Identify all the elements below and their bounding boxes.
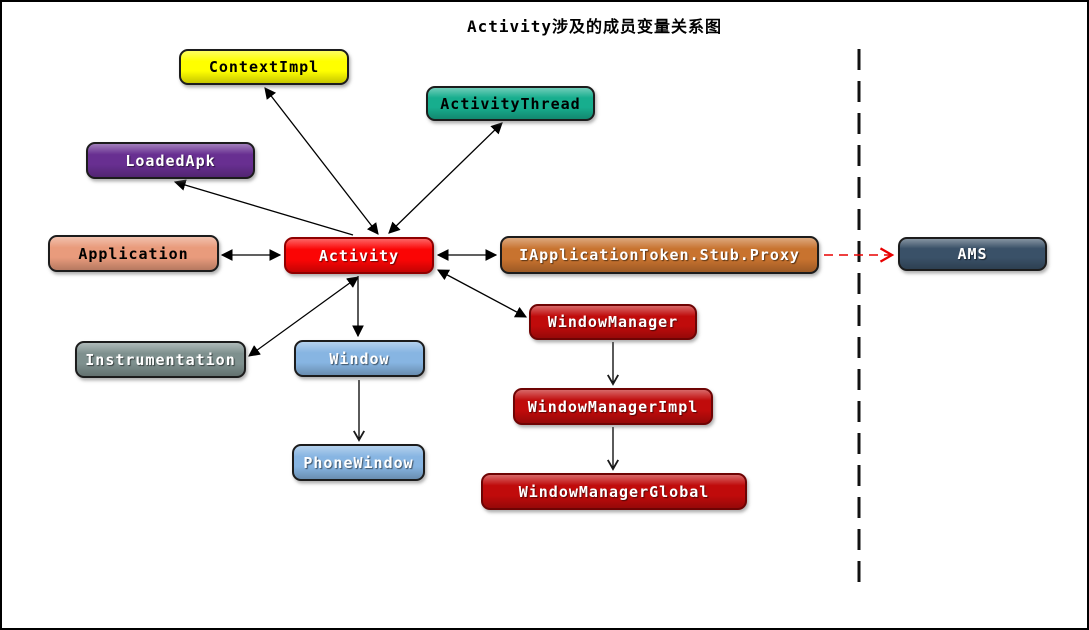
- node-windowmanager-label: WindowManager: [547, 313, 679, 331]
- node-activity: Activity: [284, 237, 434, 274]
- edge-activity-loadedapk: [173, 179, 354, 236]
- diagram-title: Activity涉及的成员变量关系图: [466, 17, 723, 36]
- node-windowmanagerimpl-label: WindowManagerImpl: [527, 397, 699, 416]
- node-windowmanagerglobal-label: WindowManagerGlobal: [518, 482, 710, 501]
- edge-activity-windowmanager: [436, 269, 528, 318]
- node-application: Application: [48, 235, 219, 272]
- node-window: Window: [294, 340, 425, 377]
- node-ams: AMS: [898, 237, 1047, 271]
- node-activity-label: Activity: [318, 246, 400, 265]
- node-ams-label: AMS: [957, 245, 988, 263]
- node-activitythread-label: ActivityThread: [440, 94, 581, 113]
- node-iapplicationtoken-stub-proxy-label: IApplicationToken.Stub.Proxy: [519, 246, 800, 264]
- node-loadedapk-label: LoadedApk: [125, 151, 216, 170]
- node-contextimpl-label: ContextImpl: [208, 58, 320, 76]
- node-instrumentation: Instrumentation: [75, 341, 246, 378]
- edge-activity-instrumentation: [248, 276, 359, 357]
- node-phonewindow: PhoneWindow: [292, 444, 425, 481]
- node-contextimpl: ContextImpl: [179, 49, 349, 85]
- node-application-label: Application: [78, 244, 189, 263]
- node-phonewindow-label: PhoneWindow: [303, 453, 414, 472]
- node-instrumentation-label: Instrumentation: [85, 350, 236, 369]
- node-windowmanagerimpl: WindowManagerImpl: [513, 388, 713, 425]
- node-window-label: Window: [329, 349, 390, 368]
- edge-activity-activitythread: [388, 122, 503, 234]
- node-windowmanager: WindowManager: [529, 304, 697, 340]
- node-windowmanagerglobal: WindowManagerGlobal: [481, 473, 747, 510]
- node-activitythread: ActivityThread: [426, 86, 595, 121]
- node-loadedapk: LoadedApk: [86, 142, 255, 179]
- edge-activity-contextimpl: [264, 87, 379, 235]
- node-iapplicationtoken-stub-proxy: IApplicationToken.Stub.Proxy: [500, 236, 819, 274]
